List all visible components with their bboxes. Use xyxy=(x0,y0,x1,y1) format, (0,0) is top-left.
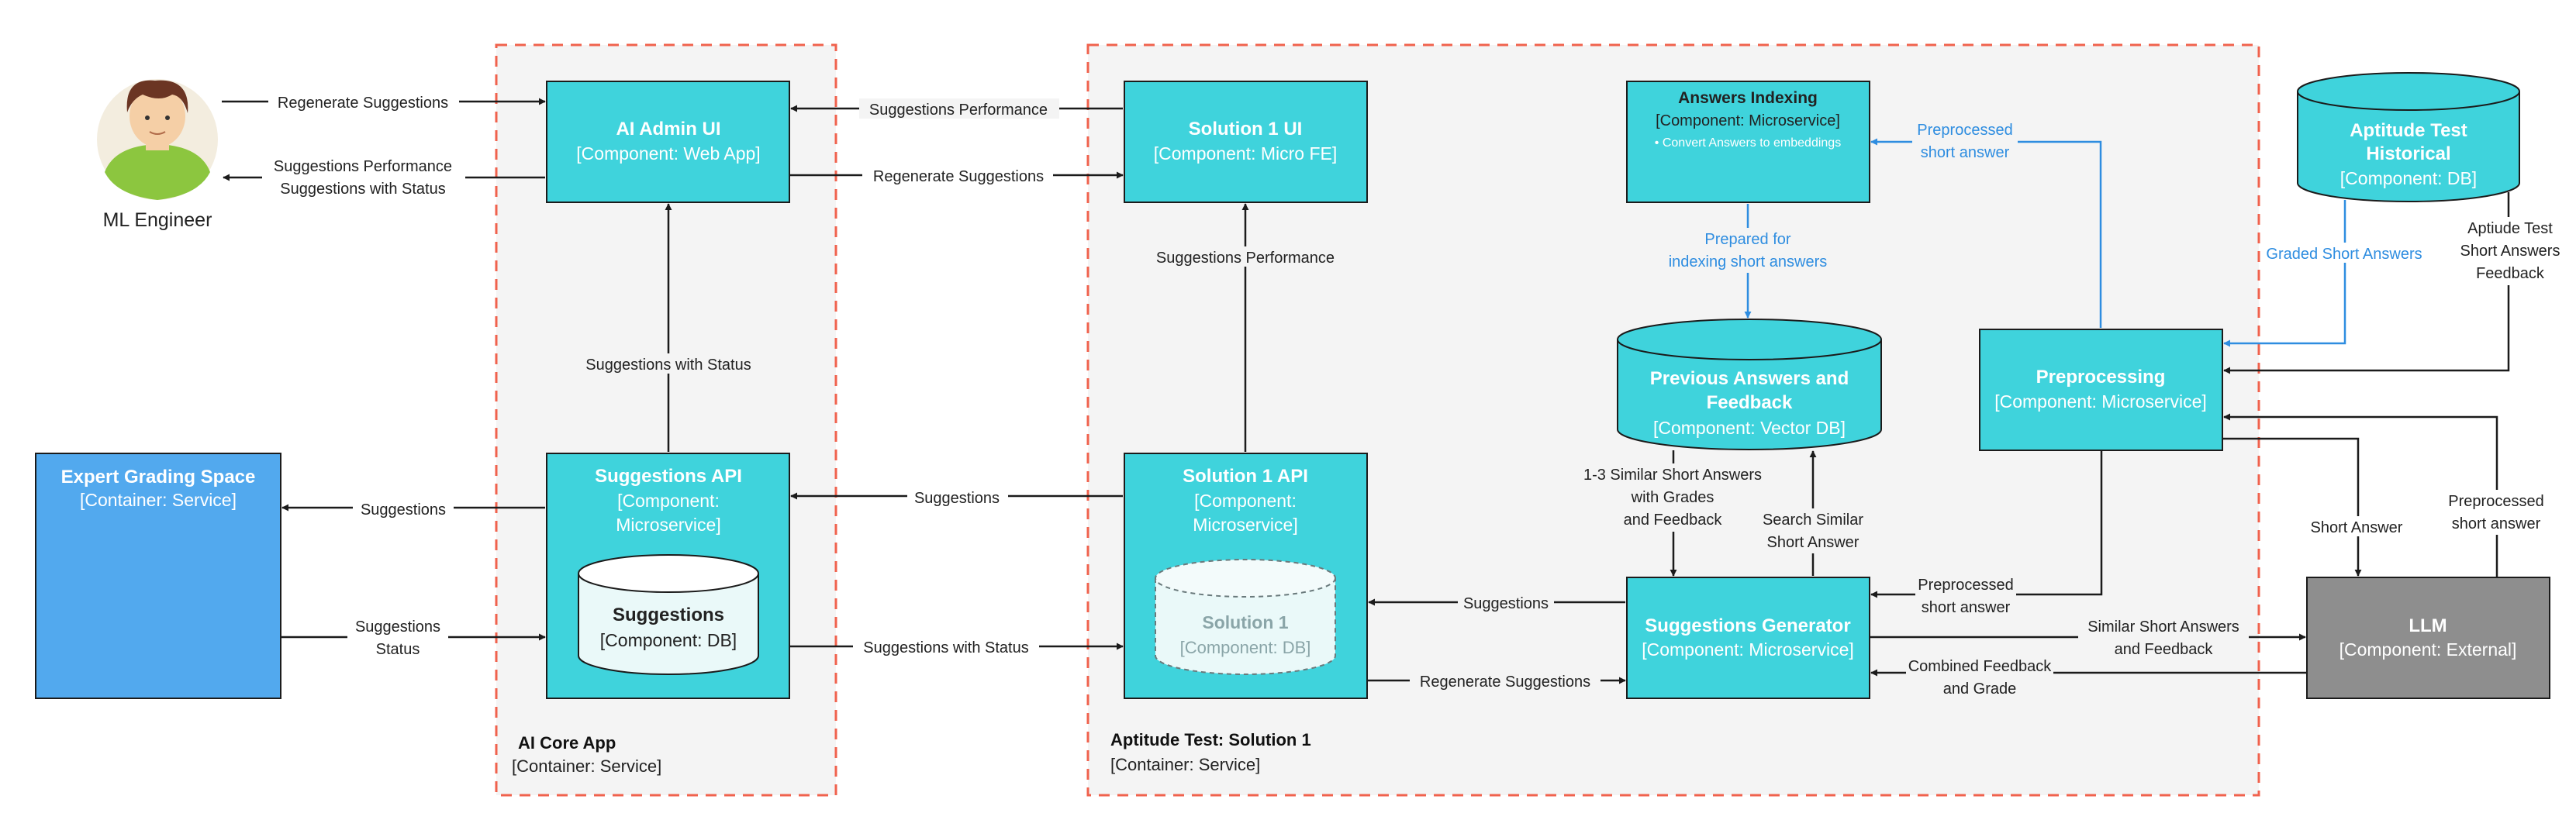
node-type: [Component: DB] xyxy=(1180,638,1311,657)
edge-label: Regenerate Suggestions xyxy=(1420,674,1590,691)
edge-label: and Feedback xyxy=(1624,512,1723,529)
node-title: Historical xyxy=(2366,143,2450,164)
node-type: [Component: Microservice] xyxy=(1994,391,2207,412)
node-title: Suggestions xyxy=(613,605,724,625)
edge-label: Prepared for xyxy=(1704,231,1791,248)
edge-label: Suggestions Performance xyxy=(869,102,1048,119)
llm-external[interactable]: LLM [Component: External] xyxy=(2306,577,2550,699)
node-type: [Component: xyxy=(1194,491,1297,511)
node-type: [Component: xyxy=(617,491,720,511)
edge-label: Preprocessed xyxy=(1918,577,2013,594)
node-type: [Component: Web App] xyxy=(576,143,760,164)
node-title: Expert Grading Space xyxy=(61,467,256,488)
group-type: [Container: Service] xyxy=(512,756,661,776)
edge-label: Short Answer xyxy=(1767,534,1859,551)
node-title: AI Admin UI xyxy=(616,119,720,140)
node-type: [Component: External] xyxy=(2339,639,2517,660)
edge-label: Feedback xyxy=(2476,265,2545,282)
edge-label: Regenerate Suggestions xyxy=(873,168,1044,185)
edge-label: and Grade xyxy=(1943,680,2017,698)
edge-label: Suggestions xyxy=(914,490,1000,507)
edge-label: Similar Short Answers xyxy=(2087,618,2239,636)
node-type: [Component: Vector DB] xyxy=(1653,418,1846,438)
edge-labels: Regenerate Suggestions Suggestions Perfo… xyxy=(262,91,2562,701)
node-title: Suggestions Generator xyxy=(1645,615,1850,636)
node-title: Answers Indexing xyxy=(1678,89,1818,107)
group-title: AI Core App xyxy=(518,733,616,753)
edge-label: Preprocessed xyxy=(2448,493,2543,510)
edge-label: Search Similar xyxy=(1763,512,1863,529)
edge-label: Graded Short Answers xyxy=(2266,246,2422,263)
edge-label: Suggestions with Status xyxy=(280,181,445,198)
node-type: [Component: DB] xyxy=(2340,168,2477,188)
edge-label: Suggestions with Status xyxy=(863,639,1028,656)
edge-label: with Grades xyxy=(1631,489,1714,506)
person-avatar-icon xyxy=(97,79,218,200)
ml-engineer-actor: ML Engineer xyxy=(97,79,218,231)
node-type: [Component: DB] xyxy=(600,630,737,650)
edge-label: Aptiude Test xyxy=(2467,220,2553,237)
edge-label: Preprocessed xyxy=(1917,122,2012,139)
preprocessing[interactable]: Preprocessing [Component: Microservice] xyxy=(1979,329,2223,451)
group-title: Aptitude Test: Solution 1 xyxy=(1110,730,1311,749)
edge-label: Short Answer xyxy=(2311,519,2403,536)
edge-label: indexing short answers xyxy=(1669,253,1828,270)
actor-name: ML Engineer xyxy=(103,209,212,231)
node-title: Solution 1 xyxy=(1202,612,1288,632)
previous-answers-db[interactable]: Previous Answers and Feedback [Component… xyxy=(1617,319,1882,450)
edge-label: Status xyxy=(376,641,420,658)
node-type: Microservice] xyxy=(616,515,720,535)
suggestions-db[interactable]: Suggestions [Component: DB] xyxy=(578,554,759,675)
edge-label: and Feedback xyxy=(2115,641,2214,658)
edge-label: 1-3 Similar Short Answers xyxy=(1583,467,1762,484)
node-title: Feedback xyxy=(1707,392,1793,413)
node-note: • Convert Answers to embeddings xyxy=(1655,136,1841,150)
group-type: [Container: Service] xyxy=(1110,755,1260,774)
node-type: [Component: Microservice] xyxy=(1642,639,1854,660)
edge-label: short answer xyxy=(1921,144,2010,161)
node-title: Aptitude Test xyxy=(2350,120,2467,141)
edge-label: Short Answers xyxy=(2460,243,2560,260)
edge-label: Suggestions Performance xyxy=(274,158,452,175)
edge-label: short answer xyxy=(1922,599,2011,616)
node-type: Microservice] xyxy=(1193,515,1297,535)
node-title: Suggestions API xyxy=(595,466,742,487)
node-title: Solution 1 API xyxy=(1183,466,1308,487)
edge-label: Suggestions Performance xyxy=(1156,250,1335,267)
ai-admin-ui[interactable]: AI Admin UI [Component: Web App] xyxy=(546,81,790,203)
node-type: [Component: Micro FE] xyxy=(1154,143,1337,164)
node-title: Previous Answers and xyxy=(1650,368,1849,389)
expert-grading-space[interactable]: Expert Grading Space [Container: Service… xyxy=(35,453,281,699)
edge-label: Regenerate Suggestions xyxy=(278,95,448,112)
edge-label: Suggestions xyxy=(355,618,440,636)
node-title: Preprocessing xyxy=(2036,367,2166,388)
edge-label: Combined Feedback xyxy=(1908,658,2053,675)
node-type: [Container: Service] xyxy=(80,490,237,510)
suggestions-generator[interactable]: Suggestions Generator [Component: Micros… xyxy=(1626,577,1870,699)
solution-1-ui[interactable]: Solution 1 UI [Component: Micro FE] xyxy=(1124,81,1368,203)
solution-1-db[interactable]: Solution 1 [Component: DB] xyxy=(1155,559,1336,675)
answers-indexing[interactable]: Answers Indexing [Component: Microservic… xyxy=(1626,81,1870,203)
edge-label: short answer xyxy=(2452,515,2541,532)
edge-label: Suggestions with Status xyxy=(585,357,751,374)
node-title: Solution 1 UI xyxy=(1189,119,1303,140)
edge-label: Suggestions xyxy=(361,501,446,519)
node-type: [Component: Microservice] xyxy=(1656,112,1840,129)
aptitude-historical-db[interactable]: Aptitude Test Historical [Component: DB] xyxy=(2297,72,2520,202)
edge-label: Suggestions xyxy=(1463,595,1549,612)
node-title: LLM xyxy=(2409,615,2447,636)
